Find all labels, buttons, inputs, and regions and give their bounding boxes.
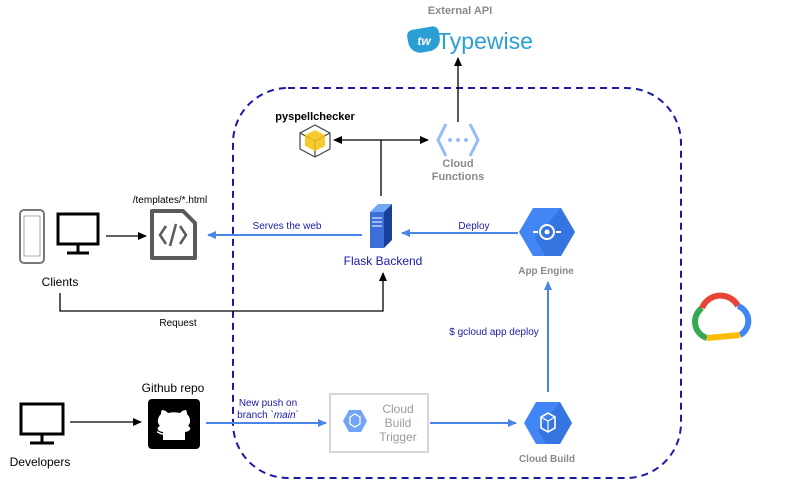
typewise-logo: tw Typewise [407, 26, 533, 54]
app-engine-label: App Engine [518, 266, 574, 277]
phone-icon [19, 209, 45, 264]
html-file-icon [150, 209, 197, 260]
github-logo-icon [148, 399, 200, 449]
flask-server-icon [370, 204, 392, 248]
cloud-build-trigger-node [329, 393, 429, 453]
typewise-badge-icon [407, 26, 440, 53]
cloud-functions-label-line1: Cloud [442, 158, 473, 170]
app-engine-icon [519, 208, 575, 256]
pyspellchecker-label: pyspellchecker [275, 111, 355, 123]
gcloud-deploy-label: $ gcloud app deploy [449, 327, 539, 338]
developers-label: Developers [10, 455, 71, 469]
serves-the-web-label: Serves the web [253, 221, 322, 232]
developer-monitor-icon [19, 402, 65, 445]
cloud-build-label: Cloud Build [519, 454, 575, 465]
gcp-boundary [232, 87, 682, 479]
pyspellchecker-package-icon [299, 124, 331, 158]
request-label: Request [159, 318, 196, 329]
cloud-functions-icon [436, 123, 480, 157]
external-api-label: External API [428, 5, 492, 17]
trigger-label-line1: Cloud [382, 402, 413, 416]
github-repo-label: Github repo [142, 381, 205, 395]
templates-path-label: /templates/*.html [133, 195, 207, 206]
deploy-label: Deploy [458, 221, 489, 232]
cloud-build-icon [524, 402, 572, 444]
trigger-label-line3: Trigger [379, 430, 417, 444]
trigger-label-line2: Build [385, 416, 412, 430]
typewise-logo-text: Typewise [437, 28, 533, 54]
arrow-clients-request-to-flask [59, 272, 387, 312]
cloud-functions-label-line2: Functions [432, 171, 485, 183]
new-push-label-line2: branch `main` [237, 409, 299, 421]
clients-label: Clients [42, 275, 79, 289]
typewise-badge-text: tw [417, 34, 431, 48]
google-cloud-logo-icon [692, 292, 752, 341]
new-push-label-line1: New push on [239, 398, 297, 409]
flask-backend-label: Flask Backend [344, 254, 423, 268]
client-monitor-icon [56, 212, 100, 255]
